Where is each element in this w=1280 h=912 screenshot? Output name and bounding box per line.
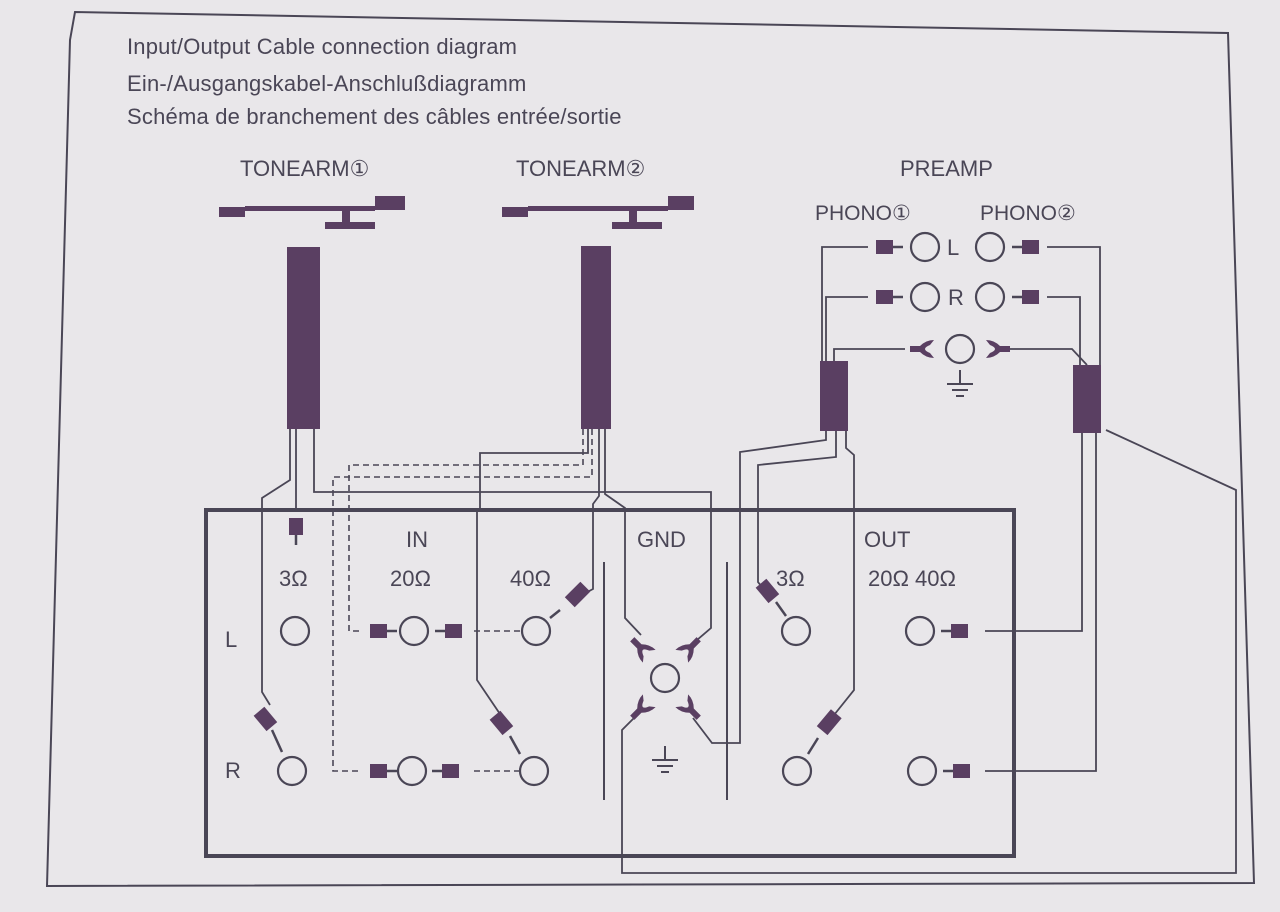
- title-english: Input/Output Cable connection diagram: [127, 34, 518, 59]
- tonearm-2-icon: [502, 196, 694, 229]
- out-3ohm-l-jack: [755, 578, 812, 647]
- in-label: IN: [406, 527, 428, 552]
- in-3ohm-plug: [287, 516, 305, 547]
- phono-2-label: PHONO②: [980, 202, 1076, 225]
- gnd-label: GND: [637, 527, 686, 552]
- row-r-label: R: [225, 758, 241, 783]
- tonearm-1-label: TONEARM①: [240, 156, 369, 181]
- preamp-l-label: L: [947, 235, 959, 260]
- wires-dashed: [332, 429, 593, 772]
- in-40ohm-r-jack: [489, 710, 550, 787]
- tonearm-2-label: TONEARM②: [516, 156, 645, 181]
- out-2040-r-jack: [906, 755, 972, 787]
- gnd-terminal: [625, 632, 706, 773]
- tonearm-1-icon: [219, 196, 405, 229]
- row-l-label: L: [225, 627, 237, 652]
- preamp-ground-terminal: [910, 333, 1010, 397]
- in-40ohm-label: 40Ω: [510, 566, 551, 591]
- outer-frame: [45, 10, 1256, 888]
- in-40ohm-l-jack: [520, 581, 591, 647]
- unit-box: [204, 508, 1016, 858]
- title-german: Ein-/Ausgangskabel-Anschlußdiagramm: [127, 71, 527, 96]
- preamp-phono1-l-jack: [874, 231, 941, 263]
- preamp-phono1-r-jack: [874, 281, 941, 313]
- preamp-label: PREAMP: [900, 156, 993, 181]
- in-20ohm-l-jack: [368, 615, 464, 647]
- out-3ohm-label: 3Ω: [776, 566, 805, 591]
- in-3ohm-label: 3Ω: [279, 566, 308, 591]
- phono-1-label: PHONO①: [815, 202, 911, 225]
- in-20ohm-r-jack: [368, 755, 461, 787]
- wires-solid: [261, 246, 1237, 874]
- out-2040ohm-label: 20Ω 40Ω: [868, 566, 956, 591]
- phono-2-cable: [1073, 365, 1101, 433]
- preamp-phono2-r-jack: [974, 281, 1041, 313]
- preamp-phono2-l-jack: [974, 231, 1041, 263]
- out-2040-l-jack: [904, 615, 970, 647]
- out-3ohm-r-jack: [781, 709, 842, 787]
- preamp-r-label: R: [948, 285, 964, 310]
- in-3ohm-l-jack: [279, 615, 311, 647]
- out-label: OUT: [864, 527, 910, 552]
- title-french: Schéma de branchement des câbles entrée/…: [127, 104, 622, 129]
- tonearm-2-cable: [581, 246, 611, 429]
- in-3ohm-r-jack: [253, 706, 308, 787]
- in-20ohm-label: 20Ω: [390, 566, 431, 591]
- phono-1-cable: [820, 361, 848, 431]
- tonearm-1-cable: [287, 247, 320, 429]
